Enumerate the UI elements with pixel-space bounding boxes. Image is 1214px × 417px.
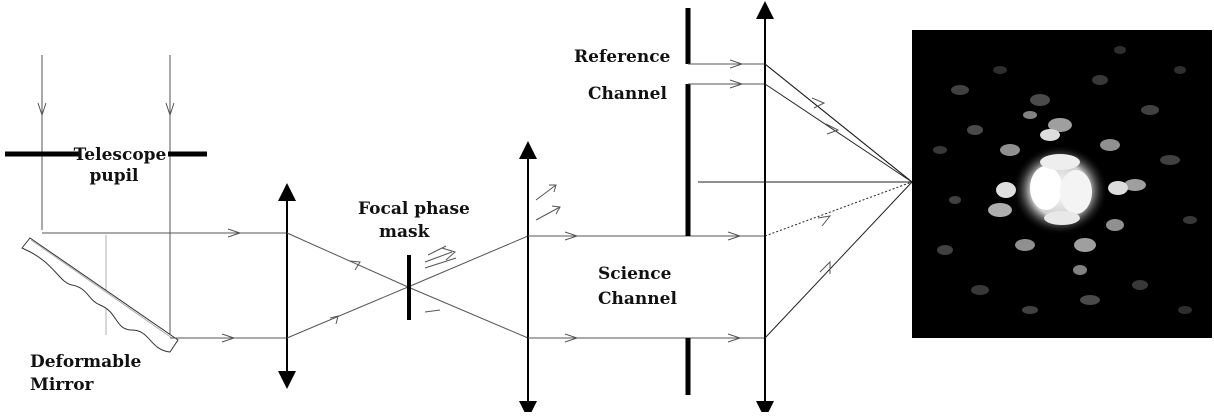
telescope-pupil-label-1: Telescope: [74, 145, 167, 165]
focusing-rays: [286, 232, 529, 339]
reference-channel-label-2: Channel: [588, 84, 667, 104]
reference-arrow-icon-1: [729, 59, 744, 69]
focal-phase-mask-label-2: mask: [379, 222, 431, 242]
ref-ray-arrow-icon-1: [811, 97, 826, 109]
converging-to-detector: [698, 63, 913, 339]
diverging-ray-bottom: [407, 286, 529, 339]
speckle-ring: [988, 111, 1146, 275]
deformable-mirror-label-1: Deformable: [30, 352, 142, 372]
sci-ray-arrow-icon-2: [819, 260, 831, 274]
incoming-arrow-right-icon: [165, 102, 175, 117]
ref-ray-2: [764, 83, 913, 183]
science-channel-label-1: Science: [598, 264, 672, 284]
beam-bottom-arrow-icon: [221, 333, 236, 343]
incoming-arrow-left-icon: [37, 102, 47, 117]
science-arrow-icon-3: [727, 231, 742, 241]
scattered-light-arrows-icon: [424, 245, 457, 313]
sci-ray-bottom: [764, 181, 913, 339]
telescope-pupil-label-2: pupil: [89, 166, 139, 186]
lens2-scatter-arrows-icon: [535, 184, 561, 221]
science-arrow-icon-4: [727, 333, 742, 343]
reference-channel-label-1: Reference: [574, 47, 671, 67]
beam-top-arrow-icon: [227, 228, 242, 238]
ref-ray-3: [764, 63, 913, 183]
science-arrow-icon-1: [564, 231, 579, 241]
speckle-background: [933, 46, 1197, 314]
science-arrow-icon-2: [564, 333, 579, 343]
reference-arrow-icon-2: [729, 79, 744, 89]
science-beam: Science Channel: [528, 231, 765, 343]
reference-channel: Reference Channel: [574, 47, 765, 104]
ray-arrow-icon-1: [349, 260, 361, 271]
mirror-surface-line: [30, 239, 173, 339]
deformable-mirror: Deformable Mirror: [21, 237, 179, 395]
sci-ray-arrow-icon-1: [817, 215, 832, 227]
focal-phase-mask: Focal phase mask: [358, 199, 470, 320]
ref-ray-arrow-icon-2: [825, 123, 840, 135]
ray-arrow-icon-2: [329, 315, 339, 325]
incoming-beam: [37, 55, 175, 335]
central-spot: [996, 129, 1128, 235]
diverging-ray-top: [407, 235, 529, 288]
sci-ray-top: [764, 181, 913, 237]
detector-image: [912, 30, 1212, 338]
mirror-body: [21, 237, 179, 353]
focal-phase-mask-label-1: Focal phase: [358, 199, 470, 219]
converging-ray-bottom: [286, 286, 409, 339]
converging-ray-top: [286, 232, 409, 288]
science-channel-label-2: Channel: [598, 289, 677, 309]
beam-to-lens1: [42, 228, 287, 343]
telescope-pupil: Telescope pupil: [5, 145, 207, 186]
deformable-mirror-label-2: Mirror: [30, 375, 95, 395]
